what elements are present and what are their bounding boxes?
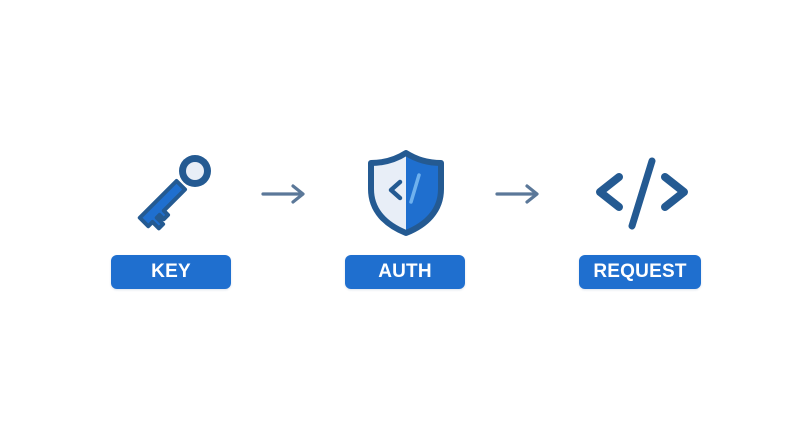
step-label-key: KEY	[111, 255, 231, 289]
arrow-right-icon	[261, 184, 305, 204]
arrow-right-icon	[495, 184, 539, 204]
shield-code-icon	[368, 150, 444, 236]
key-icon	[137, 155, 211, 231]
step-label-auth: AUTH	[345, 255, 465, 289]
code-brackets-icon	[596, 157, 688, 230]
step-label-request: REQUEST	[579, 255, 701, 289]
step-label-auth-text: AUTH	[378, 261, 432, 282]
step-label-request-text: REQUEST	[593, 261, 687, 282]
step-label-key-text: KEY	[151, 261, 191, 282]
